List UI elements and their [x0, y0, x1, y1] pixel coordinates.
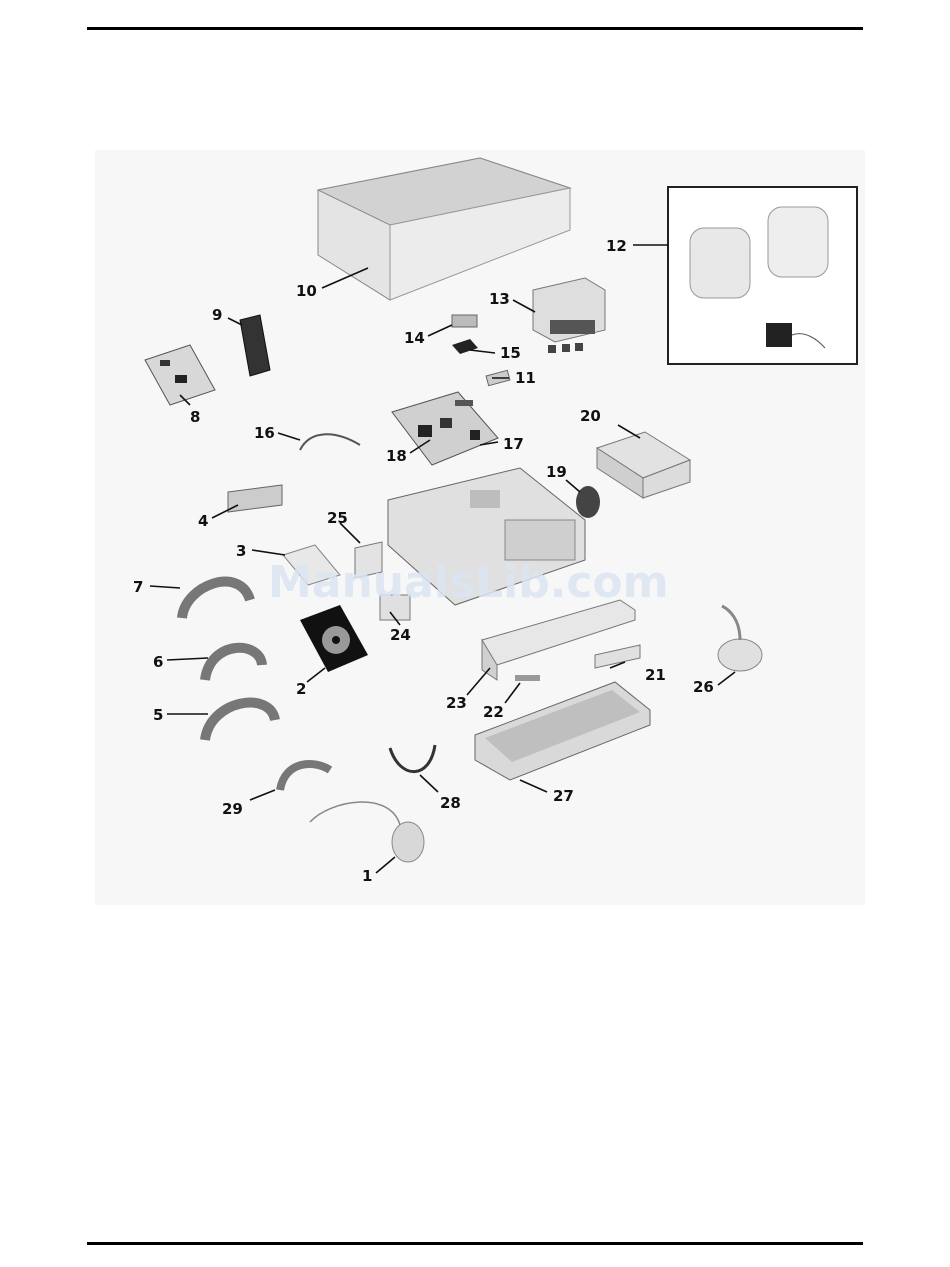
callout-14: 14 — [404, 329, 425, 347]
exploded-parts-diagram: 10 12 13 14 15 11 9 8 16 17 18 20 19 4 2… — [95, 150, 865, 905]
callout-24: 24 — [390, 626, 411, 644]
callout-5: 5 — [153, 706, 163, 724]
callout-20: 20 — [580, 407, 601, 425]
callout-17: 17 — [503, 435, 524, 453]
callout-23: 23 — [446, 694, 467, 712]
callout-7: 7 — [133, 578, 143, 596]
callout-25: 25 — [327, 509, 348, 527]
bottom-rule — [87, 1242, 863, 1245]
part-power-button — [515, 675, 540, 681]
callout-2: 2 — [296, 680, 306, 698]
part-heatsink — [452, 315, 477, 327]
callout-13: 13 — [489, 290, 510, 308]
callout-18: 18 — [386, 447, 407, 465]
callout-1: 1 — [362, 867, 372, 885]
callout-3: 3 — [236, 542, 246, 560]
callout-19: 19 — [546, 463, 567, 481]
callout-9: 9 — [212, 306, 222, 324]
callout-6: 6 — [153, 653, 163, 671]
callout-29: 29 — [222, 800, 243, 818]
callout-27: 27 — [553, 787, 574, 805]
top-rule — [87, 27, 863, 30]
callout-28: 28 — [440, 794, 461, 812]
part-speakers-inset — [668, 187, 857, 364]
callout-11: 11 — [515, 369, 536, 387]
callout-12: 12 — [606, 237, 627, 255]
callout-22: 22 — [483, 703, 504, 721]
callout-16: 16 — [254, 424, 275, 442]
callout-21: 21 — [645, 666, 666, 684]
callout-8: 8 — [190, 408, 200, 426]
callout-4: 4 — [198, 512, 208, 530]
callout-15: 15 — [500, 344, 521, 362]
callout-10: 10 — [296, 282, 317, 300]
callout-26: 26 — [693, 678, 714, 696]
watermark-logo: ManualsLib.com — [268, 557, 669, 608]
